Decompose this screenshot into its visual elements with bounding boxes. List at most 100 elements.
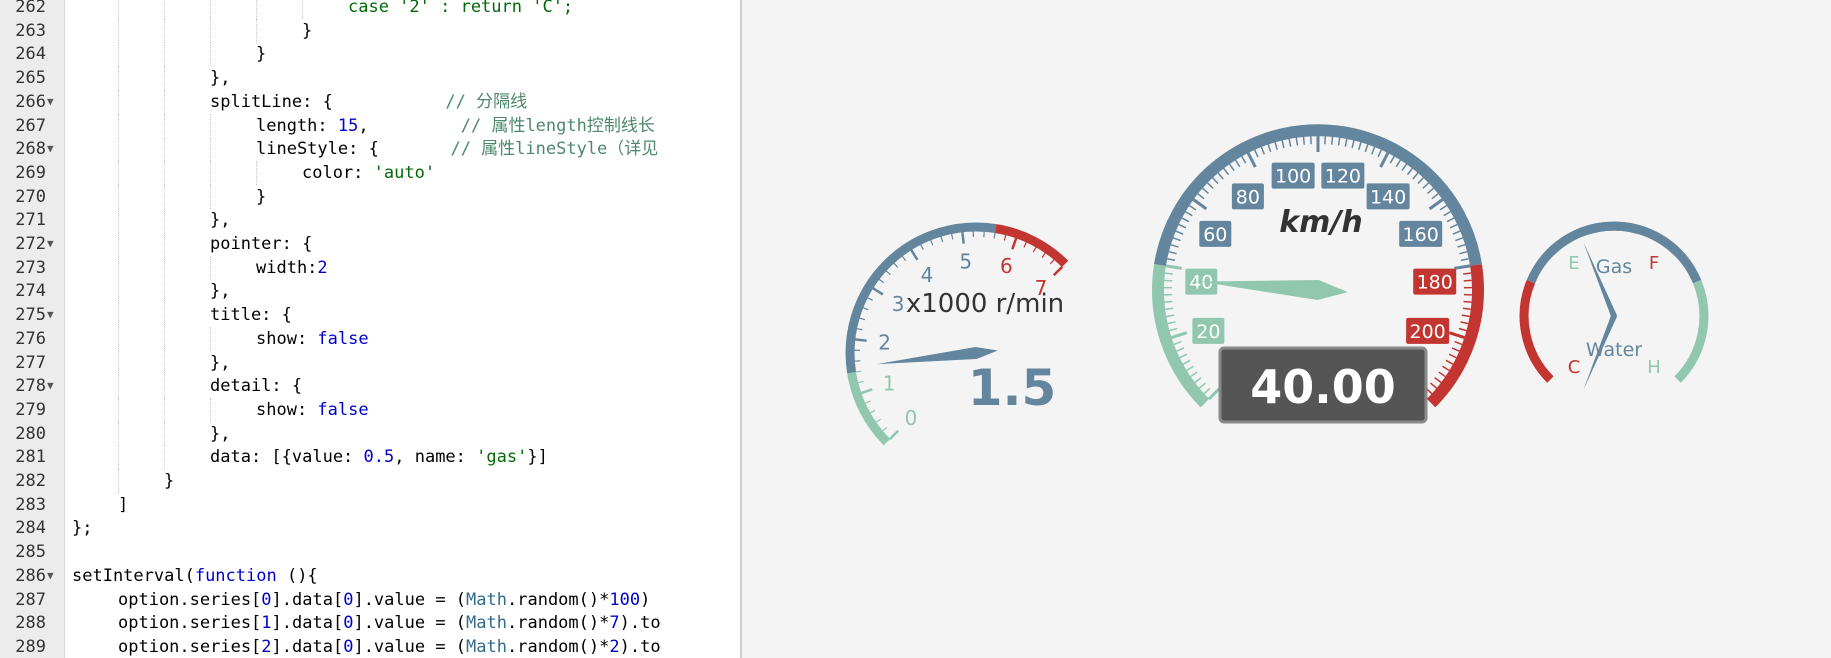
code-line[interactable]: 284}; [0,516,740,540]
code-line[interactable]: 263} [0,18,740,43]
fold-toggle-icon[interactable]: ▼ [47,568,54,582]
code-text: length: 15, // 属性length控制线长 [256,115,655,136]
fold-toggle-icon[interactable]: ▼ [47,379,54,393]
code-line[interactable]: 274}, [0,279,740,304]
speed-gauge-label: 60 [1203,224,1227,246]
speed-gauge-tick [1451,347,1460,352]
code-line[interactable]: 265}, [0,66,740,91]
water-gauge-band [1519,279,1554,383]
code-text: show: false [256,328,369,349]
fold-toggle-icon[interactable]: ▼ [47,142,54,156]
line-number: 280 [15,423,46,444]
rpm-gauge-unit: x1000 r/min [906,289,1064,319]
speed-gauge-tick [1182,359,1191,365]
code-text: title: { [210,305,292,326]
pane-splitter[interactable] [740,0,742,658]
line-number: 288 [15,613,46,634]
line-number: 265 [15,68,46,89]
speed-gauge-label: 180 [1417,272,1453,294]
speed-gauge-unit: km/h [1279,205,1363,240]
speed-gauge-tick [1164,279,1173,282]
rpm-gauge-band [994,224,1069,268]
code-text: } [302,20,313,41]
code-line[interactable]: 283] [0,493,740,517]
water-gauge-title: Water [1586,339,1642,361]
speed-gauge-tick [1431,193,1439,200]
line-number: 271 [15,210,46,231]
speed-gauge-label-bg [1406,317,1450,344]
speed-gauge-tick [1166,314,1175,318]
speed-gauge-tick [1344,138,1348,147]
speed-gauge-tick [1458,327,1467,332]
rpm-gauge-major-tick [1011,237,1018,250]
speed-gauge-tick [1434,377,1442,384]
code-line[interactable]: 272▼pointer: { [0,232,740,256]
speed-gauge-tick [1181,217,1190,223]
code-line[interactable]: 270} [0,184,740,209]
speed-gauge-tick [1234,159,1241,168]
speed-gauge-tick [1295,137,1299,146]
rpm-gauge-tick [950,233,954,240]
speed-gauge-major-tick [1165,264,1182,270]
speed-gauge-tick [1455,237,1464,242]
speed-gauge-major-tick [1454,264,1471,270]
speed-gauge-tick [1173,340,1182,346]
code-text: splitLine: { // 分隔线 [210,91,528,112]
code-line[interactable]: 278▼detail: { [0,374,740,399]
fold-toggle-icon[interactable]: ▼ [47,308,54,322]
rpm-gauge-tick [864,400,871,405]
code-line[interactable]: 280}, [0,421,740,446]
rpm-gauge-major-tick [910,249,919,261]
code-line[interactable]: 277}, [0,350,740,375]
code-line[interactable]: 285 [0,540,740,564]
code-text: data: [{value: 0.5, name: 'gas'}] [210,447,548,468]
code-line[interactable]: 266▼splitLine: { // 分隔线 [0,89,740,114]
rpm-gauge-tick [881,426,888,432]
code-text: }, [210,281,231,302]
fold-toggle-icon[interactable]: ▼ [47,94,54,108]
speed-gauge-tick [1178,223,1187,229]
line-number: 275 [15,305,46,326]
fold-toggle-icon[interactable]: ▼ [47,237,54,250]
speed-gauge-tick [1223,167,1230,176]
rpm-gauge-major-tick [961,231,965,244]
speed-gauge-label: 120 [1325,166,1361,188]
code-line[interactable]: 271}, [0,208,740,233]
speed-gauge-tick [1395,159,1402,168]
line-number: 273 [15,257,46,278]
speed-gauge-band [1154,124,1482,266]
speed-gauge-label: 160 [1403,224,1439,246]
code-line[interactable]: 275▼ title: { [0,303,740,328]
speed-gauge-tick [1351,140,1355,149]
speed-gauge-tick [1185,210,1193,217]
speed-gauge-tick [1288,138,1292,147]
rpm-gauge-label: 2 [878,331,891,355]
speed-gauge-tick [1463,300,1472,303]
speed-gauge-tick [1179,353,1188,359]
water-needle [1583,314,1617,390]
speed-gauge-label-bg [1321,162,1365,189]
code-text: color: 'auto' [302,162,436,183]
line-number: 263 [15,20,46,41]
code-line[interactable]: 268▼lineStyle: { // 属性lineStyle（详见 [0,137,740,162]
rpm-gauge-tick [901,255,907,262]
code-text: } [164,471,175,491]
code-line[interactable]: 282} [0,469,740,493]
code-line[interactable]: 264} [0,42,740,67]
code-text: option.series[0].data[0].value = (Math.r… [118,589,651,610]
rpm-gauge-tick [857,380,864,384]
rpm-gauge-tick [920,244,924,250]
code-line[interactable]: 286▼setInterval(function (){ [0,564,740,588]
